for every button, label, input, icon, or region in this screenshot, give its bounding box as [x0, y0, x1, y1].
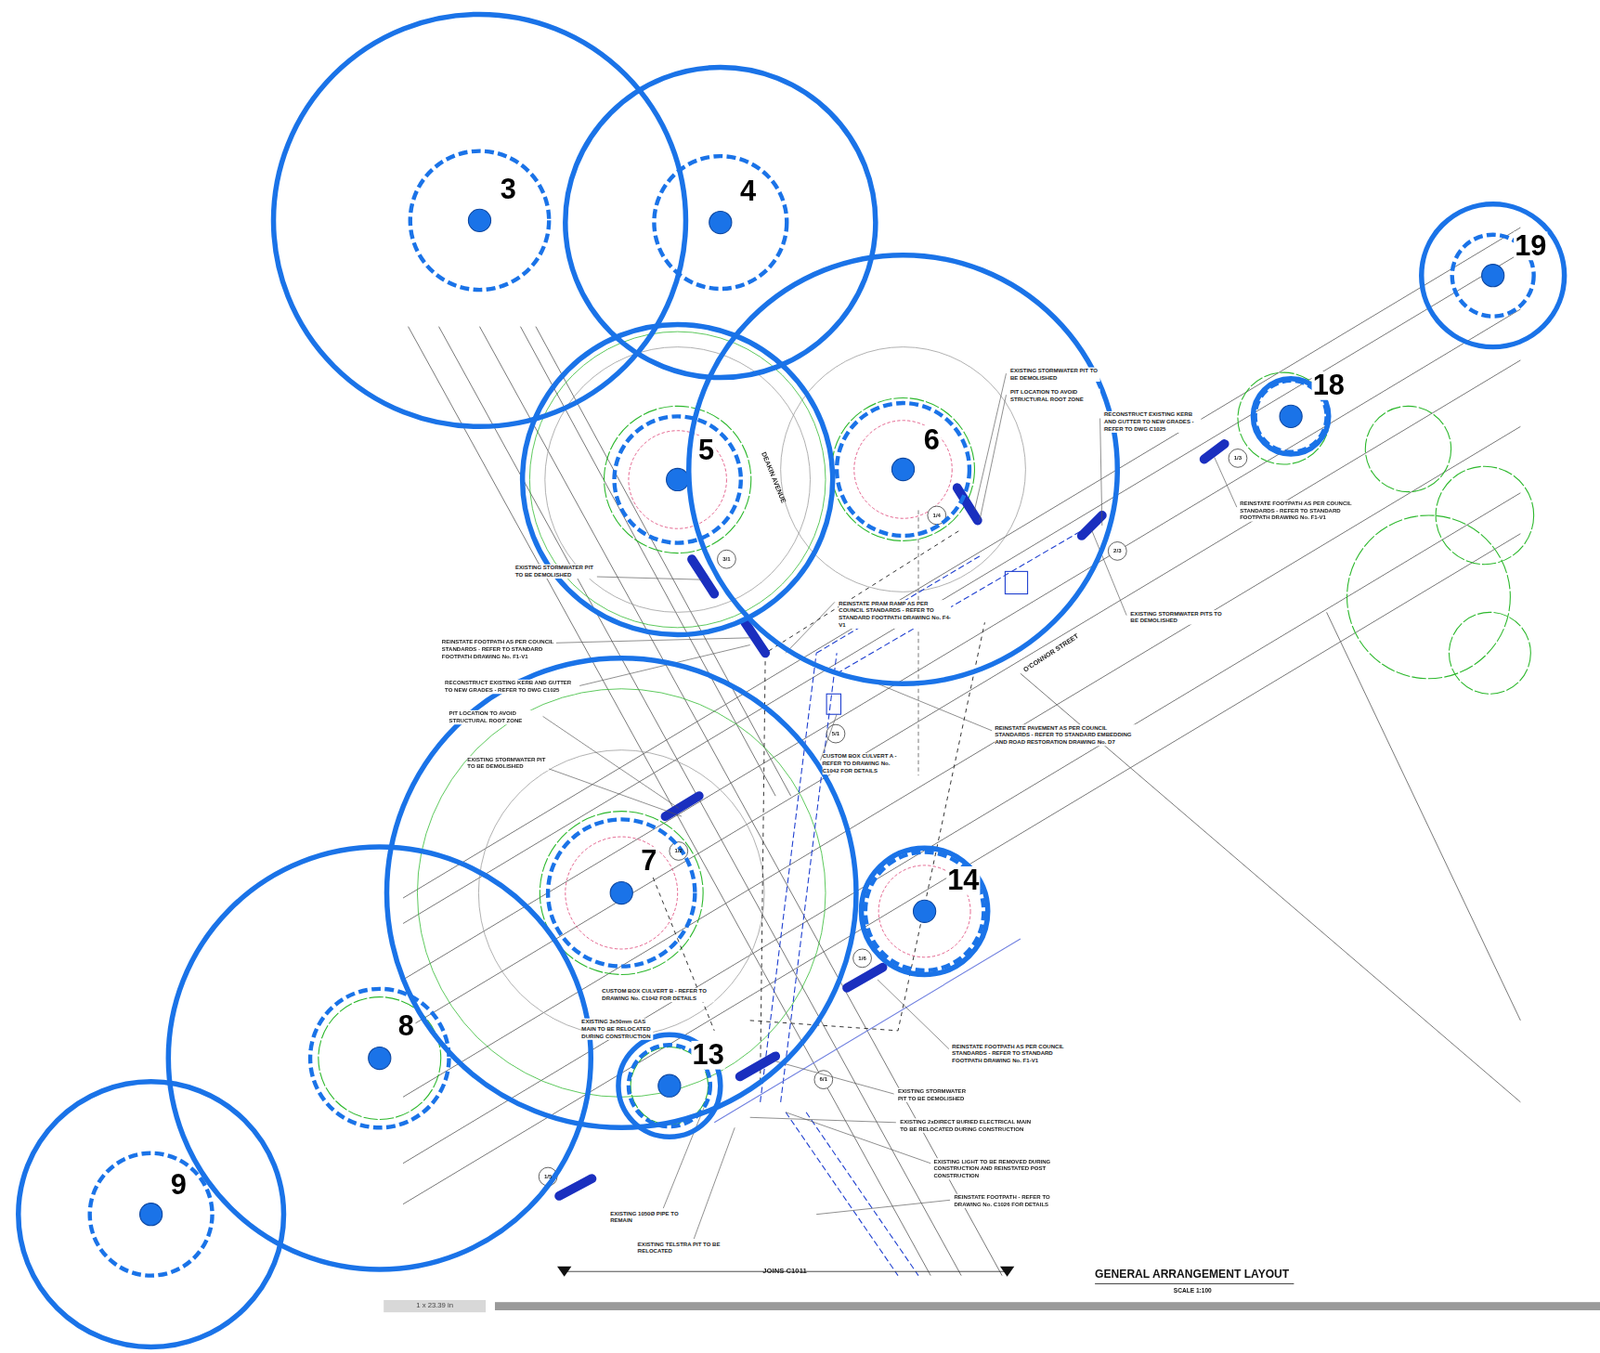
- tree-protection-zone: 14: [858, 845, 991, 978]
- annotation-note: EXISTING STORMWATER PITS TO BE DEMOLISHE…: [1131, 610, 1223, 625]
- street-name: 1 x 23.39 in: [416, 1301, 454, 1312]
- tree-number: 14: [946, 866, 980, 896]
- annotation-note: EXISTING STORMWATER PIT TO BE DEMOLISHED: [897, 1087, 975, 1102]
- annotation-note: RECONSTRUCT EXISTING KERB AND GUTTER TO …: [444, 679, 576, 694]
- leader-lines: [530, 373, 1236, 1239]
- drawing-title: GENERAL ARRANGEMENT LAYOUT: [1094, 1267, 1289, 1282]
- zone-circle: [14, 1079, 287, 1351]
- tree-number: 13: [690, 1040, 725, 1070]
- tree-number: 18: [1312, 371, 1346, 401]
- tree-number: 19: [1513, 231, 1548, 261]
- tree-protection-zone: 19: [1417, 200, 1567, 350]
- street-name: O'CONNOR STREET: [1021, 632, 1080, 675]
- title-underline: [1094, 1283, 1294, 1285]
- zone-circle: [519, 321, 836, 638]
- zone-circle: [383, 654, 859, 1131]
- pit-tag: 5/1: [832, 729, 840, 738]
- tree-protection-zone: 5: [519, 321, 836, 638]
- annotation-note: REINSTATE FOOTPATH AS PER COUNCIL STANDA…: [951, 1042, 1069, 1065]
- tree-protection-zone: 18: [1249, 375, 1332, 457]
- annotation-note: PIT LOCATION TO AVOID STRUCTURAL ROOT ZO…: [449, 710, 542, 725]
- annotation-note: EXISTING STORMWATER PIT TO BE DEMOLISHED: [1010, 367, 1101, 382]
- road-lines: [403, 227, 1521, 1276]
- annotation-note: CUSTOM BOX CULVERT B - REFER TO DRAWING …: [601, 988, 715, 1002]
- annotation-note: EXISTING 3x50mm GAS MAIN TO BE RELOCATED…: [581, 1018, 653, 1041]
- street-name: DEAKIN AVENUE: [759, 451, 788, 505]
- street-name: JOINS C1011: [762, 1266, 807, 1276]
- tree-protection-zone: 3: [270, 11, 690, 430]
- tree-number: 3: [499, 175, 518, 205]
- annotation-note: RECONSTRUCT EXISTING KERB AND GUTTER TO …: [1104, 411, 1201, 433]
- annotation-note: REINSTATE FOOTPATH - REFER TO DRAWING No…: [953, 1194, 1067, 1209]
- zone-circle: [165, 844, 595, 1274]
- pit-tag: 1/3: [1234, 455, 1242, 463]
- tree-protection-zone: 8: [165, 844, 595, 1274]
- annotation-note: EXISTING TELSTRA PIT TO BE RELOCATED: [637, 1240, 725, 1255]
- annotation-note: REINSTATE PAVEMENT AS PER COUNCIL STANDA…: [994, 724, 1138, 746]
- tree-protection-zone: 9: [14, 1079, 287, 1351]
- pit-tag: 1/2: [675, 847, 683, 856]
- tree-protection-zone: 13: [615, 1031, 724, 1140]
- pit-tag: 1/6: [858, 954, 866, 963]
- pit-symbols: [559, 443, 1224, 1197]
- annotation-note: EXISTING 2xDIRECT BURIED ELECTRICAL MAIN…: [899, 1118, 1038, 1132]
- zone-circle: [270, 11, 690, 430]
- annotation-note: EXISTING LIGHT TO BE REMOVED DURING CONS…: [933, 1157, 1061, 1180]
- tree-canopy-outlines: [416, 331, 1026, 1097]
- zone-circle: [858, 845, 991, 978]
- scroll-bar: [494, 1301, 1600, 1311]
- tree-symbols: [318, 372, 1535, 1125]
- annotation-note: REINSTATE PRAM RAMP AS PER COUNCIL STAND…: [838, 599, 951, 628]
- tree-number: 4: [739, 177, 757, 207]
- annotation-note: EXISTING 1050Ø PIPE TO REMAIN: [610, 1209, 682, 1224]
- drawing-scale: SCALE 1:100: [1173, 1287, 1212, 1296]
- annotation-note: CUSTOM BOX CULVERT A - REFER TO DRAWING …: [822, 753, 905, 775]
- pit-tag: 1/5: [544, 1172, 552, 1181]
- tree-number: 8: [397, 1012, 416, 1041]
- annotation-note: EXISTING STORMWATER PIT TO BE DEMOLISHED: [467, 755, 549, 770]
- tree-number: 7: [639, 846, 658, 876]
- tree-protection-zone: 7: [383, 654, 859, 1131]
- annotation-note: REINSTATE FOOTPATH AS PER COUNCIL STANDA…: [1239, 499, 1353, 521]
- root-zone: [565, 420, 971, 958]
- pit-tag-circles: [538, 449, 1248, 1186]
- tree-number: 9: [169, 1170, 188, 1199]
- tree-number: 5: [697, 435, 716, 465]
- pit-tag: 1/4: [933, 511, 941, 520]
- tree-number: 6: [923, 425, 941, 455]
- annotation-note: EXISTING STORMWATER PIT TO BE DEMOLISHED: [515, 564, 598, 579]
- zone-circle: [1417, 200, 1567, 350]
- scroll-bar-box: [383, 1300, 486, 1313]
- pit-tag: 3/1: [722, 555, 730, 563]
- pit-tag: 6/1: [819, 1076, 828, 1084]
- match-line: [557, 1266, 1015, 1277]
- annotation-note: PIT LOCATION TO AVOID STRUCTURAL ROOT ZO…: [1010, 389, 1101, 404]
- pit-tag: 2/3: [1113, 547, 1121, 556]
- annotation-note: REINSTATE FOOTPATH AS PER COUNCIL STANDA…: [442, 638, 555, 661]
